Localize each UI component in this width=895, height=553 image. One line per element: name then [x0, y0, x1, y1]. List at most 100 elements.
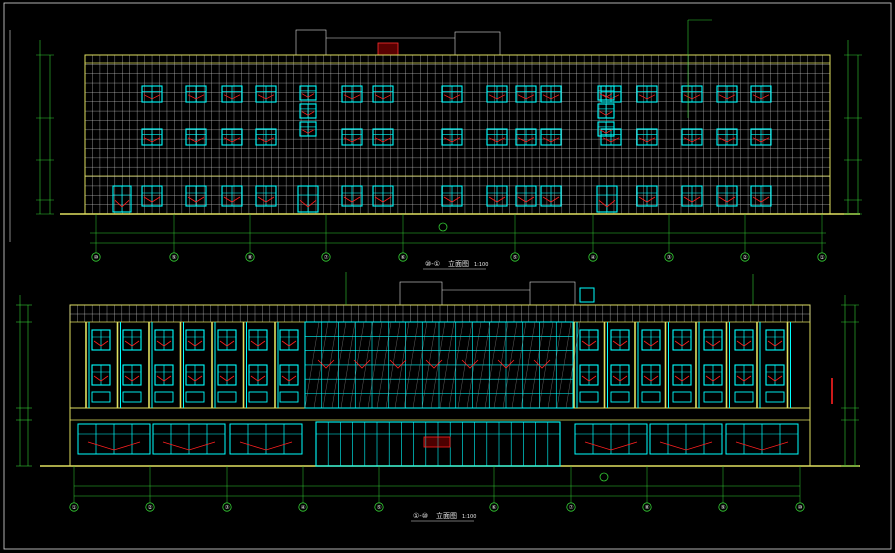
window-opening-mark — [223, 94, 241, 100]
low-window — [765, 391, 785, 403]
axis-bubble-bottom: ③ — [222, 502, 232, 512]
window-opening-mark — [718, 94, 736, 100]
glass-hatch — [331, 321, 347, 409]
window — [185, 329, 205, 351]
window — [579, 364, 599, 386]
axis-label: ⑨ — [721, 504, 726, 511]
glass-hatch — [529, 321, 545, 409]
window — [221, 85, 243, 103]
axis-bubble-bottom: ⑥ — [489, 502, 499, 512]
window-opening-mark — [223, 137, 241, 143]
axis-label: ⑧ — [645, 505, 650, 511]
window-opening-mark — [124, 340, 140, 347]
window-opening-mark — [488, 94, 506, 100]
axis-circle — [245, 252, 255, 262]
window — [341, 85, 363, 103]
axis-circle — [145, 502, 155, 512]
window-opening-mark — [114, 200, 130, 208]
window-opening-mark — [683, 196, 701, 203]
window — [221, 185, 243, 207]
axis-bubble-bottom: ⑤ — [374, 502, 384, 512]
window-opening-mark — [93, 375, 109, 382]
window-opening-mark — [301, 93, 315, 98]
window — [610, 364, 630, 386]
window-opening-mark — [301, 129, 315, 134]
axis-label: ⑤ — [513, 255, 518, 261]
window-opening-mark — [718, 137, 736, 143]
axis-bubble-top: ⑩ — [91, 252, 101, 262]
window — [672, 364, 692, 386]
window-opening-mark — [584, 441, 638, 451]
window-opening-mark — [301, 111, 315, 116]
window — [141, 128, 163, 146]
low-window — [217, 391, 237, 403]
axis-bubble-top: ④ — [588, 252, 598, 262]
glass-hatch — [520, 321, 536, 409]
window-opening-mark — [533, 359, 551, 369]
window-opening-mark — [517, 196, 535, 203]
glass-hatch — [322, 321, 338, 409]
window-opening-mark — [317, 359, 335, 369]
axis-circle — [298, 502, 308, 512]
window — [486, 185, 508, 207]
window-opening-mark — [581, 340, 597, 347]
glass-hatch — [484, 321, 500, 409]
top-title-prefix: ⑩-① — [425, 260, 440, 268]
roof-window — [579, 287, 595, 303]
window-opening-mark — [612, 375, 628, 382]
window — [341, 128, 363, 146]
bottom-elevation-title: ①-⑩ 立面图 1:100 — [411, 511, 476, 522]
glass-hatch — [430, 321, 446, 409]
curtain-wall — [304, 321, 581, 409]
top-elevation-title: ⑩-① 立面图 1:100 — [423, 259, 488, 270]
window-opening-mark — [257, 94, 275, 100]
axis-label: ① — [72, 505, 77, 511]
glass-hatch — [556, 321, 572, 409]
shopfront — [229, 423, 303, 455]
window — [600, 128, 622, 146]
window — [185, 128, 207, 146]
window-opening-mark — [705, 375, 721, 382]
window — [734, 329, 754, 351]
main-entrance — [315, 421, 561, 467]
window — [641, 364, 661, 386]
window-opening-mark — [343, 94, 361, 100]
window — [221, 128, 243, 146]
window — [597, 85, 615, 101]
axis-circle — [510, 252, 520, 262]
low-window — [734, 391, 754, 403]
low-window — [672, 391, 692, 403]
window — [441, 128, 463, 146]
window-opening-mark — [239, 441, 293, 451]
window-opening-mark — [281, 375, 297, 382]
axis-label: ⑦ — [324, 254, 329, 261]
glass-hatch — [367, 321, 383, 409]
glass-hatch — [475, 321, 491, 409]
window-opening-mark — [443, 137, 461, 143]
window — [255, 85, 277, 103]
low-window — [279, 391, 299, 403]
window — [122, 329, 142, 351]
window — [154, 329, 174, 351]
window — [734, 364, 754, 386]
window — [299, 103, 317, 119]
window-opening-mark — [187, 94, 205, 100]
window-opening-mark — [374, 137, 392, 143]
window-opening-mark — [612, 340, 628, 347]
axis-circle — [566, 502, 576, 512]
axis-label: ⑨ — [172, 254, 177, 261]
window-opening-mark — [599, 129, 613, 134]
window — [765, 364, 785, 386]
glass-hatch — [448, 321, 464, 409]
axis-label: ⑤ — [377, 505, 382, 511]
window-opening-mark — [281, 340, 297, 347]
window-opening-mark — [187, 375, 203, 382]
window-opening-mark — [425, 359, 443, 369]
window — [540, 128, 562, 146]
window — [91, 329, 111, 351]
window — [597, 121, 615, 137]
axis-bubble-bottom: ⑨ — [718, 502, 728, 512]
window-opening-mark — [443, 94, 461, 100]
